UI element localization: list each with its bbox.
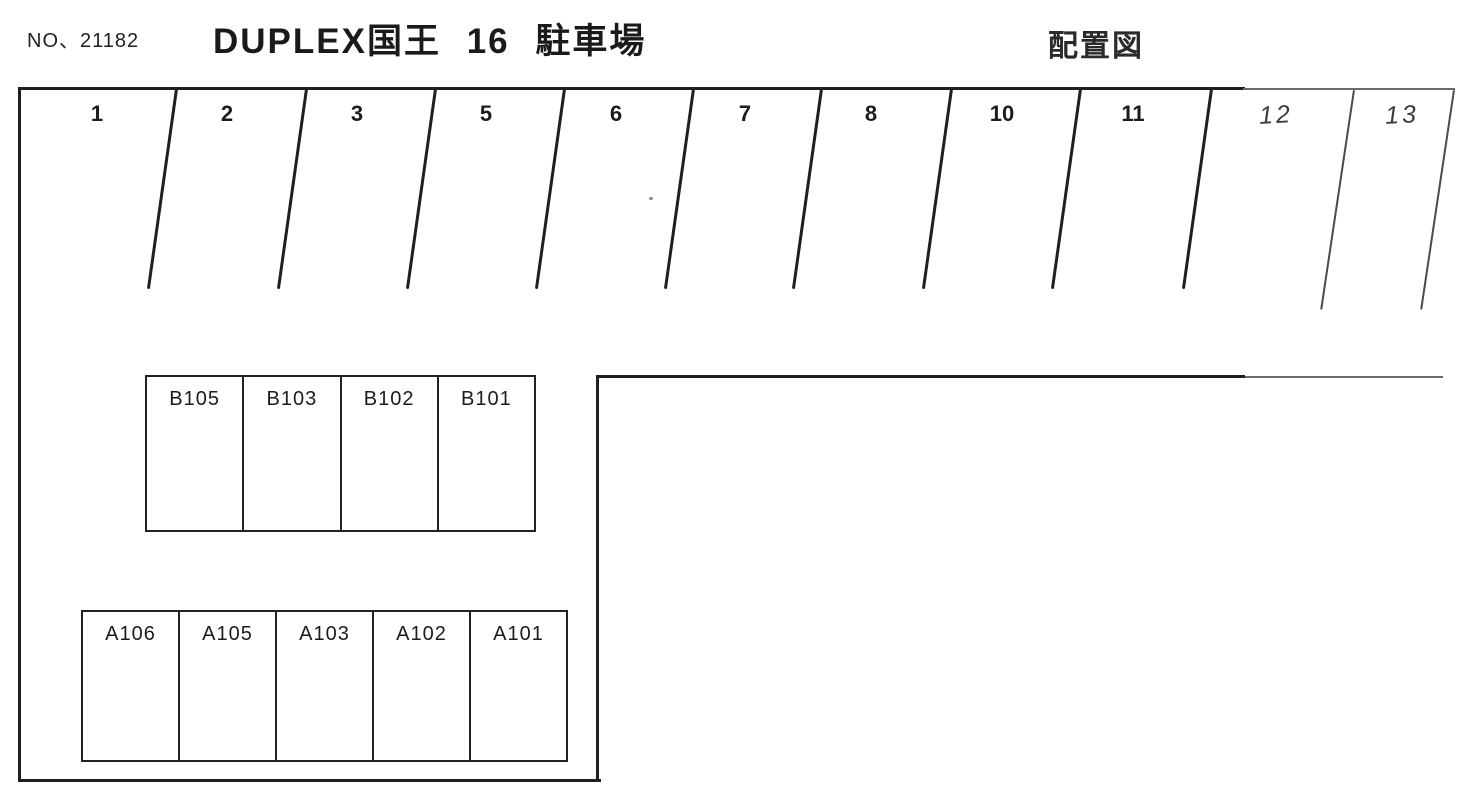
stall-number-5: 5 <box>479 101 493 126</box>
boundary-inner-vertical <box>596 375 599 782</box>
boundary-top-extension <box>1243 88 1455 90</box>
a-row-stalls: A106 A105 A103 A102 A101 <box>81 610 568 762</box>
boundary-middle-horizontal-extension <box>1245 376 1443 378</box>
stall-A101: A101 <box>493 623 544 645</box>
stall-B102: B102 <box>342 377 439 530</box>
stall-divider-handwritten <box>1420 89 1455 310</box>
stall-number-7: 7 <box>738 101 752 126</box>
stall-number-1: 1 <box>90 101 104 126</box>
stall-A105: A105 <box>180 612 277 760</box>
stall-divider <box>1181 88 1213 290</box>
stall-B101: B101 <box>461 388 512 410</box>
boundary-bottom <box>18 779 601 782</box>
stall-divider-handwritten <box>1320 89 1355 310</box>
stall-number-8: 8 <box>864 101 878 126</box>
stall-divider <box>1050 88 1082 290</box>
stall-divider <box>791 88 823 290</box>
stall-divider <box>534 88 566 290</box>
stall-A102: A102 <box>374 612 471 760</box>
b-row-stalls: B105 B103 B102 B101 <box>145 375 536 532</box>
stall-divider <box>146 88 178 290</box>
scan-speck <box>649 197 653 200</box>
stall-divider <box>921 88 953 290</box>
boundary-left <box>18 87 21 782</box>
boundary-middle-horizontal <box>596 375 1245 378</box>
page-title: DUPLEX国王 16 駐車場 <box>213 22 647 61</box>
stall-B103: B103 <box>244 377 342 530</box>
stall-number-12: 12 <box>1258 100 1294 130</box>
stall-number-3: 3 <box>350 101 364 126</box>
stall-divider <box>276 88 308 290</box>
boundary-top <box>18 87 1245 90</box>
stall-number-2: 2 <box>220 101 234 126</box>
stall-number-11: 11 <box>1121 101 1145 126</box>
stall-divider <box>663 88 695 290</box>
stall-number-10: 10 <box>989 101 1015 126</box>
layout-map-label: 配置図 <box>1048 30 1144 63</box>
stall-number-13: 13 <box>1384 100 1420 130</box>
stall-A106: A106 <box>83 612 180 760</box>
stall-A103: A103 <box>277 612 374 760</box>
stall-divider <box>405 88 437 290</box>
stall-number-6: 6 <box>609 101 623 126</box>
stall-B105: B105 <box>147 377 245 530</box>
document-number: NO、21182 <box>27 30 140 52</box>
